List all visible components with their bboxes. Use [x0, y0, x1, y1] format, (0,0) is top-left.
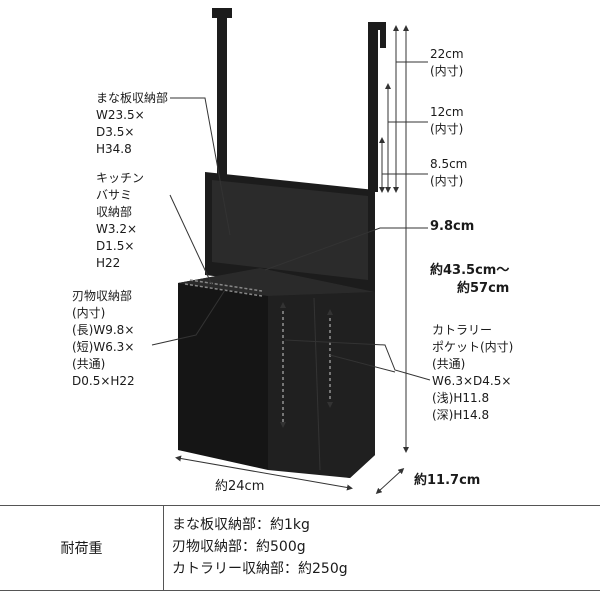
load-capacity-table: 耐荷重 まな板収納部：約1kg 刃物収納部：約500g カトラリー収納部：約25…	[0, 505, 600, 591]
knife-storage-label: 刃物収納部 (内寸) (長)W9.8× (短)W6.3× (共通) D0.5×H…	[72, 289, 135, 388]
table-row: カトラリー収納部：約250g	[172, 561, 348, 577]
left-hook	[212, 8, 232, 180]
inner-22cm-label: 22cm (内寸)	[430, 47, 464, 78]
leader-board	[170, 97, 231, 236]
table-divider	[163, 506, 164, 590]
table-row: まな板収納部：約1kg	[172, 517, 310, 533]
table-row: 刃物収納部：約500g	[172, 539, 306, 555]
leader-9-8cm	[264, 227, 428, 271]
inner-8-5cm-label: 8.5cm (内寸)	[430, 157, 468, 188]
knife-slots	[184, 279, 263, 297]
dim-depth	[375, 467, 405, 495]
leader-scissors	[169, 194, 213, 286]
storage-body	[178, 268, 375, 478]
table-header: 耐荷重	[60, 541, 103, 557]
right-hook	[368, 22, 386, 192]
total-height-label: 約43.5cm〜 約57cm	[430, 263, 510, 296]
back-panel	[205, 172, 375, 295]
width-label: 約24cm	[215, 479, 265, 494]
depth-9-8cm-label: 9.8cm	[430, 219, 475, 234]
cutlery-pocket-label: カトラリー ポケット(内寸) (共通) W6.3×D4.5× (浅)H11.8 …	[432, 323, 514, 422]
depth-11-7cm-label: 約11.7cm	[414, 473, 481, 488]
dim-width	[175, 455, 353, 491]
leader-knife	[151, 289, 226, 346]
scissors-storage-label: キッチン バサミ 収納部 W3.2× D1.5× H22	[96, 171, 145, 270]
inner-12cm-label: 12cm (内寸)	[430, 105, 464, 136]
board-storage-label: まな板収納部 W23.5× D3.5× H34.8	[96, 91, 169, 156]
leader-cutlery	[284, 339, 431, 381]
table-rows: まな板収納部：約1kg 刃物収納部：約500g カトラリー収納部：約250g	[172, 514, 348, 580]
